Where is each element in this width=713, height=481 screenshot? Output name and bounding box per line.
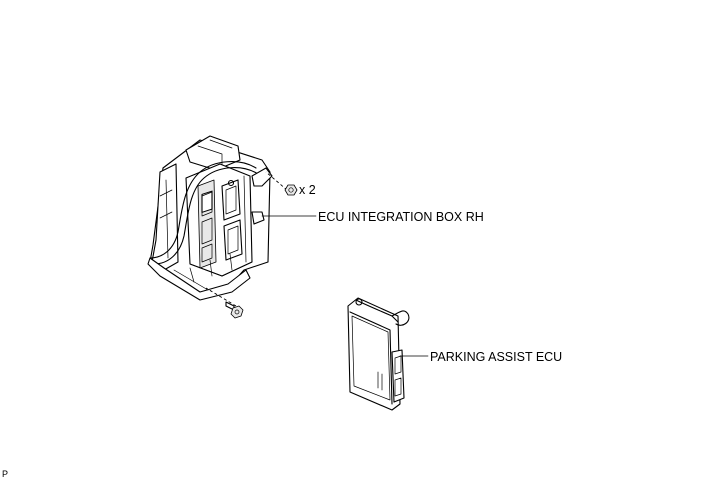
bolt-icon bbox=[225, 301, 244, 319]
corner-code: P bbox=[2, 469, 8, 479]
nut-quantity-label: x 2 bbox=[299, 183, 316, 197]
hex-nut-icon bbox=[284, 184, 298, 196]
ecu-integration-box-label: ECU INTEGRATION BOX RH bbox=[318, 210, 484, 224]
nut-fastener-line bbox=[265, 171, 288, 191]
parking-assist-ecu-drawing bbox=[347, 297, 410, 411]
bolt-fastener-line bbox=[205, 287, 237, 307]
ecu-integration-box-rh-drawing bbox=[147, 135, 273, 301]
parking-assist-ecu-label: PARKING ASSIST ECU bbox=[430, 350, 562, 364]
